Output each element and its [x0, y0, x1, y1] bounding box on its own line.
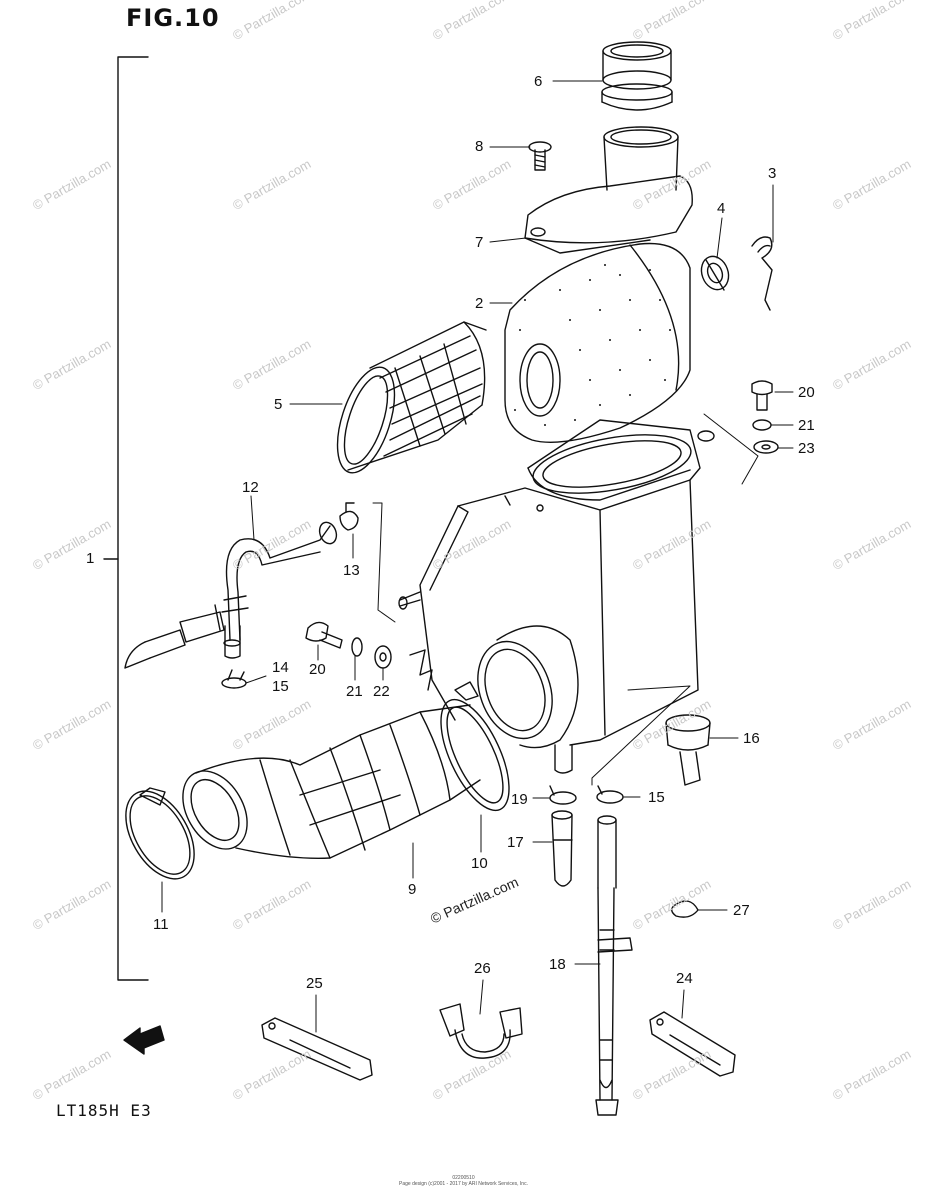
callout-8: 8	[475, 138, 484, 155]
callout-7: 7	[475, 234, 484, 251]
callout-25: 25	[306, 975, 323, 992]
footer-copyright: Page design (c)2001 - 2017 by ARI Networ…	[399, 1181, 528, 1187]
part-27-clip	[672, 901, 698, 917]
part-26-holder	[440, 1004, 522, 1058]
callout-20-upper: 20	[798, 384, 815, 401]
part-16-drain-cap	[666, 715, 710, 785]
part-17-drain-plug	[552, 811, 572, 886]
callout-1: 1	[86, 550, 95, 567]
part-11-hose-clamp	[112, 779, 208, 890]
callout-15-left: 15	[272, 678, 289, 695]
part-6-inlet-cap	[602, 42, 672, 110]
part-18-drain-hose	[596, 816, 632, 1115]
callout-27: 27	[733, 902, 750, 919]
part-22-washer	[375, 646, 391, 668]
front-arrow-icon	[124, 1026, 164, 1054]
callout-9: 9	[408, 881, 417, 898]
callout-19: 19	[511, 791, 528, 808]
part-10-clamp-band	[427, 682, 523, 820]
callout-10: 10	[471, 855, 488, 872]
callout-14: 14	[272, 659, 289, 676]
model-code: LT185H E3	[56, 1101, 152, 1120]
callout-17: 17	[507, 834, 524, 851]
callout-22: 22	[373, 683, 390, 700]
footer-code: 02200510	[452, 1175, 475, 1181]
callout-16: 16	[743, 730, 760, 747]
callout-11: 11	[153, 916, 169, 933]
callout-23: 23	[798, 440, 815, 457]
callout-5: 5	[274, 396, 283, 413]
part-24-strap	[650, 1012, 735, 1076]
part-7-cleaner-cover	[525, 127, 692, 253]
part-4-seal-ring	[697, 253, 733, 294]
part-20-bolt-middle	[306, 622, 342, 648]
callout-13: 13	[343, 562, 360, 579]
part-20-bolt-upper	[752, 381, 772, 410]
assembly-bracket	[104, 57, 148, 980]
callout-3: 3	[768, 165, 777, 182]
callout-21-upper: 21	[798, 417, 815, 434]
figure-title: FIG.10	[126, 4, 220, 32]
callout-18: 18	[549, 956, 566, 973]
part-21-washer-middle	[352, 638, 362, 656]
callout-21-middle: 21	[346, 683, 363, 700]
callout-24: 24	[676, 970, 693, 987]
air-cleaner-case	[399, 420, 714, 773]
part-19-clamp	[550, 786, 576, 804]
part-8-screw	[529, 142, 551, 170]
part-14-clamp	[222, 670, 246, 688]
callout-26: 26	[474, 960, 491, 977]
part-25-strap	[262, 1018, 372, 1080]
part-9-intake-boot	[170, 705, 480, 860]
callout-20-middle: 20	[309, 661, 326, 678]
part-12-breather-hose	[125, 520, 339, 668]
part-15-clamp-right	[597, 786, 623, 803]
part-2-foam-element	[505, 244, 690, 443]
part-23-washer-upper	[754, 441, 778, 453]
part-21-washer-upper	[753, 420, 771, 430]
callout-4: 4	[717, 200, 726, 217]
callout-15-right: 15	[648, 789, 665, 806]
part-13-clamp	[340, 503, 358, 530]
callout-2: 2	[475, 295, 484, 312]
callout-6: 6	[534, 73, 543, 90]
callout-12: 12	[242, 479, 259, 496]
leader-lines	[162, 81, 793, 1032]
part-5-element-cage	[326, 322, 486, 480]
part-3-clip	[752, 237, 772, 310]
